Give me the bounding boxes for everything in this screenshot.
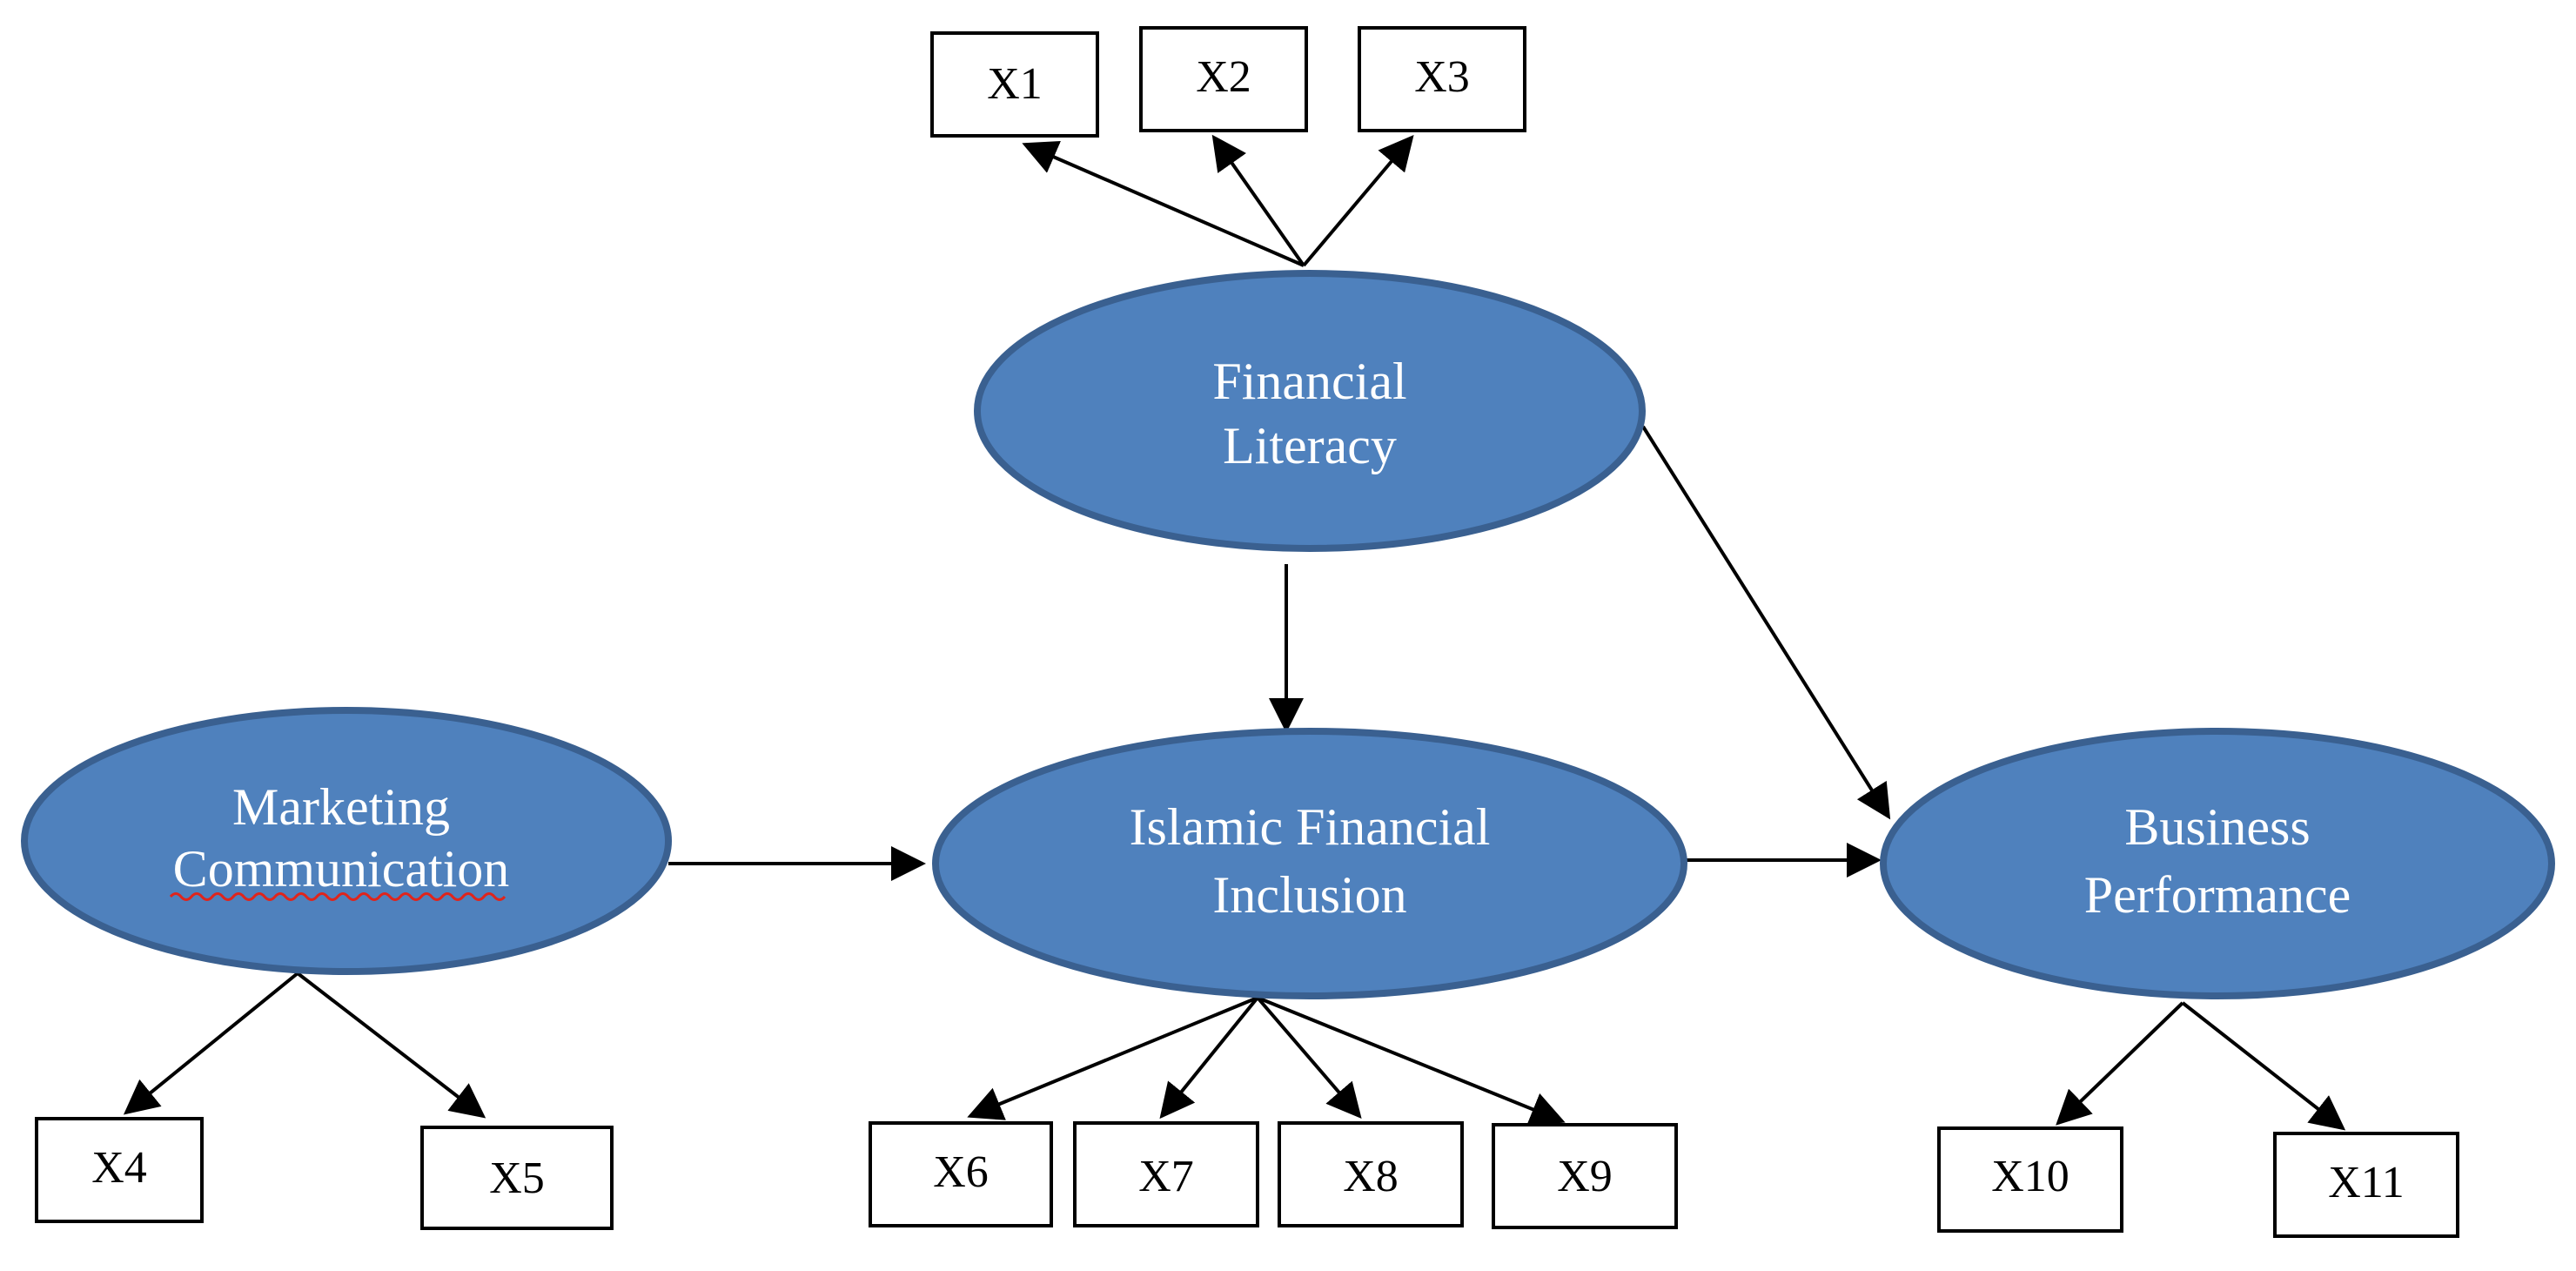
indicator-x7-label: X7 [1138,1152,1194,1201]
spellcheck-underline [169,892,506,901]
arrow-bp-to-x10 [2056,1001,2184,1126]
indicator-x4-label: X4 [91,1143,147,1193]
arrow-fl-to-x3 [1302,134,1414,267]
financial-literacy-line2: Literacy [1223,417,1397,474]
financial-literacy-line1: Financial [1212,353,1406,410]
construct-business-performance: Business Performance [1880,728,2555,999]
indicator-x8-label: X8 [1343,1152,1399,1201]
indicator-x9: X9 [1492,1123,1678,1229]
business-performance-line2: Performance [2084,866,2351,924]
indicator-x6-label: X6 [933,1147,989,1197]
indicator-x3: X3 [1358,26,1526,132]
indicator-x3-label: X3 [1414,52,1470,102]
indicator-x1-label: X1 [987,59,1043,109]
indicator-x2: X2 [1139,26,1308,132]
indicator-x11-label: X11 [2328,1158,2405,1207]
arrow-ifi-to-x7 [1159,996,1259,1120]
construct-marketing-communication: Marketing Communication [21,707,672,975]
arrow-fl-to-bp [1641,425,1891,820]
arrow-bp-to-x11 [2181,1001,2346,1131]
arrow-fl-to-x1 [1022,140,1305,267]
islamic-financial-inclusion-line2: Inclusion [1212,866,1406,924]
business-performance-line1: Business [2124,798,2310,856]
indicator-x6: X6 [869,1121,1053,1227]
indicator-x5: X5 [420,1126,614,1230]
islamic-financial-inclusion-line1: Islamic Financial [1130,798,1491,856]
indicator-x9-label: X9 [1557,1152,1613,1201]
marketing-communication-line1: Marketing [232,778,450,836]
indicator-x10-label: X10 [1991,1152,2070,1201]
construct-financial-literacy: Financial Literacy [974,270,1646,552]
indicator-x5-label: X5 [489,1153,545,1203]
arrow-fl-to-x2 [1211,134,1305,267]
arrow-ifi-to-x9 [1257,996,1566,1126]
indicator-x10: X10 [1937,1126,2123,1233]
indicator-x4: X4 [35,1117,204,1223]
construct-islamic-financial-inclusion: Islamic Financial Inclusion [932,728,1687,999]
arrow-ifi-to-x6 [967,996,1258,1120]
indicator-x7: X7 [1073,1121,1259,1227]
indicator-x8: X8 [1278,1121,1464,1227]
arrow-mc-to-x5 [296,972,486,1119]
marketing-communication-line2: Communication [173,840,510,898]
indicator-x1: X1 [930,31,1099,138]
indicator-x11: X11 [2273,1132,2459,1238]
indicator-x2-label: X2 [1196,52,1251,102]
arrow-mc-to-x4 [123,972,299,1115]
arrow-ifi-to-x8 [1256,996,1362,1120]
